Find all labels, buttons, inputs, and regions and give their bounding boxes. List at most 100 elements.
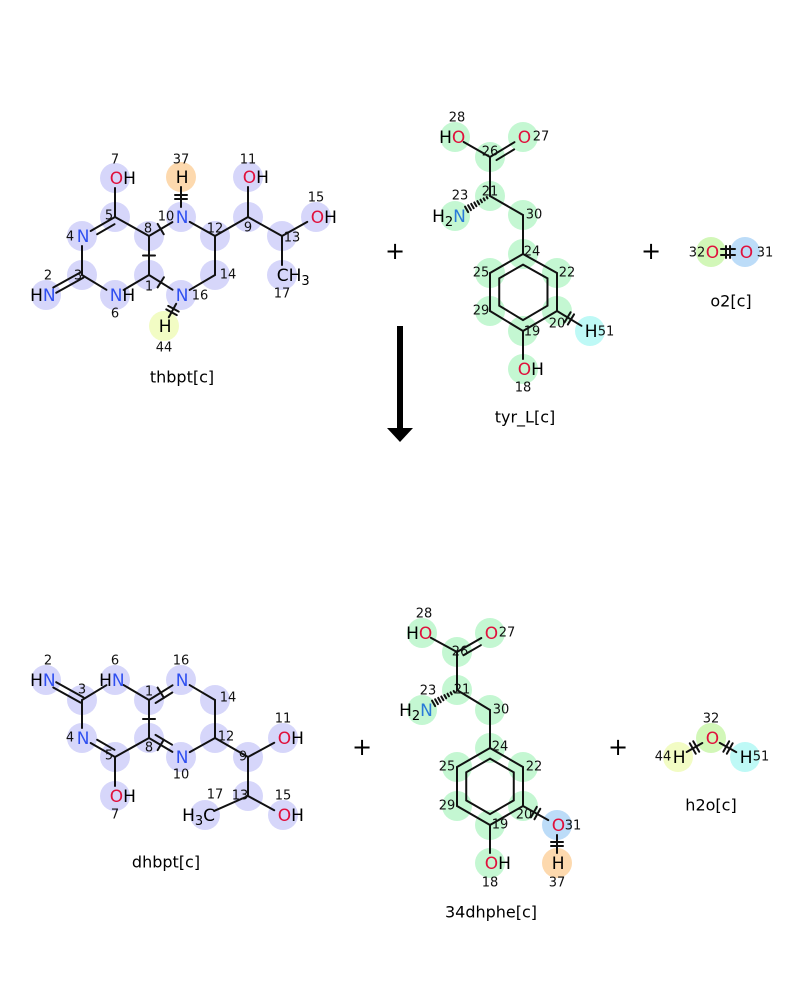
atom-symbol-char: H: [399, 701, 412, 721]
atom-index: 12: [207, 222, 224, 237]
atom: 1: [145, 685, 153, 700]
atom-index: 3: [74, 269, 82, 284]
atom: N4: [66, 729, 90, 749]
atom-index: 24: [492, 740, 509, 755]
atom-index: 19: [492, 818, 509, 833]
atom-index: 9: [244, 221, 252, 236]
atom-symbol-char: O: [552, 816, 565, 836]
atom: H44: [156, 317, 173, 356]
atom-index: 11: [275, 712, 292, 727]
molecule-name: tyr_L[c]: [495, 408, 556, 428]
atom-symbol: HN: [30, 286, 56, 306]
atom-index: 25: [473, 266, 490, 281]
atom-index: 1: [145, 280, 153, 295]
atom-symbol: H: [673, 748, 686, 768]
atom: HN6: [99, 654, 125, 692]
atom-index: 7: [111, 153, 119, 168]
bond-change-mark: [566, 313, 576, 326]
bond: [247, 741, 276, 758]
atom-index: 13: [232, 789, 249, 804]
atom-index: 21: [454, 683, 471, 698]
atom-symbol-char: H: [740, 748, 753, 768]
atom-index: 32: [689, 246, 706, 261]
bond: [52, 271, 82, 289]
atom: N10: [158, 208, 189, 228]
atom: OH7: [110, 787, 136, 823]
atom: 13: [232, 789, 249, 804]
atom: 8: [144, 222, 152, 237]
atom-index: 27: [499, 626, 516, 641]
bond: [188, 737, 216, 754]
bond-change-mark: [692, 740, 701, 753]
atom-symbol-char: N: [43, 671, 56, 691]
atom-index: 21: [482, 185, 499, 200]
atom-symbol: H: [552, 854, 565, 874]
atom-symbol-char: H: [432, 207, 445, 227]
atom-symbol: O: [740, 243, 753, 263]
atom-index: 28: [449, 111, 466, 126]
atom: 1: [145, 280, 153, 295]
atom-index: 17: [274, 287, 291, 302]
atom-symbol: O: [518, 128, 531, 148]
atom-highlight: [440, 122, 470, 152]
atom-highlight: [508, 354, 538, 384]
atom-index: 27: [533, 130, 550, 145]
atom: 14: [220, 268, 237, 283]
atom-symbol-char: N: [43, 286, 56, 306]
atom-index: 23: [452, 189, 469, 204]
atom-index: 44: [655, 750, 672, 765]
atom-symbol: H2N: [432, 207, 466, 230]
atom-symbol-char: N: [77, 729, 90, 749]
hashed-wedge-bond: [431, 699, 437, 708]
bond: [685, 741, 704, 754]
atom-symbol-char: O: [706, 243, 719, 263]
atom-index: 2: [44, 269, 52, 284]
atom-index: 8: [144, 222, 152, 237]
atom-index: 25: [439, 760, 456, 775]
hashed-wedge-bond: [434, 698, 439, 706]
hashed-wedge-bond: [485, 195, 489, 200]
bonds: [685, 740, 738, 755]
atom-index: 5: [105, 209, 113, 224]
atom-highlight: [166, 202, 196, 232]
hashed-wedge-bond: [476, 200, 481, 206]
atom-symbol: H: [740, 748, 753, 768]
bond: [122, 684, 150, 701]
atom: 20: [516, 808, 533, 823]
atom-index: 23: [420, 684, 437, 699]
atom-symbol: H: [176, 168, 189, 188]
atom-symbol: CH3: [277, 266, 310, 289]
bond-change-mark: [722, 740, 731, 753]
atom-index: 1: [145, 685, 153, 700]
atom-index: 8: [145, 741, 153, 756]
atom-index: 4: [66, 230, 74, 245]
atom-index: 20: [516, 808, 533, 823]
atom: 5: [105, 209, 113, 224]
atom-highlight: [268, 723, 298, 753]
bond: [456, 805, 491, 826]
atom: H 37: [549, 854, 566, 891]
molecule-name: thbpt[c]: [150, 368, 214, 387]
atom-index: 16: [192, 289, 209, 304]
bond: [122, 274, 150, 291]
atom-symbol-char: O: [278, 729, 291, 749]
atom-index: 37: [173, 153, 190, 168]
atom-symbol-char: H: [439, 128, 452, 148]
reaction-arrow: [387, 326, 413, 442]
bond: [114, 737, 150, 758]
atom-index: 31: [757, 246, 774, 261]
atom-index: 19: [524, 325, 541, 340]
atom-index: 37: [549, 876, 566, 891]
atom-index: 10: [158, 210, 175, 225]
atom: O32: [689, 243, 719, 263]
atom-index: 6: [111, 307, 119, 322]
atom-index: 29: [439, 799, 456, 814]
arrow-head-icon: [387, 428, 413, 442]
bond: [188, 274, 216, 291]
atom-symbol-char: H: [498, 854, 511, 874]
